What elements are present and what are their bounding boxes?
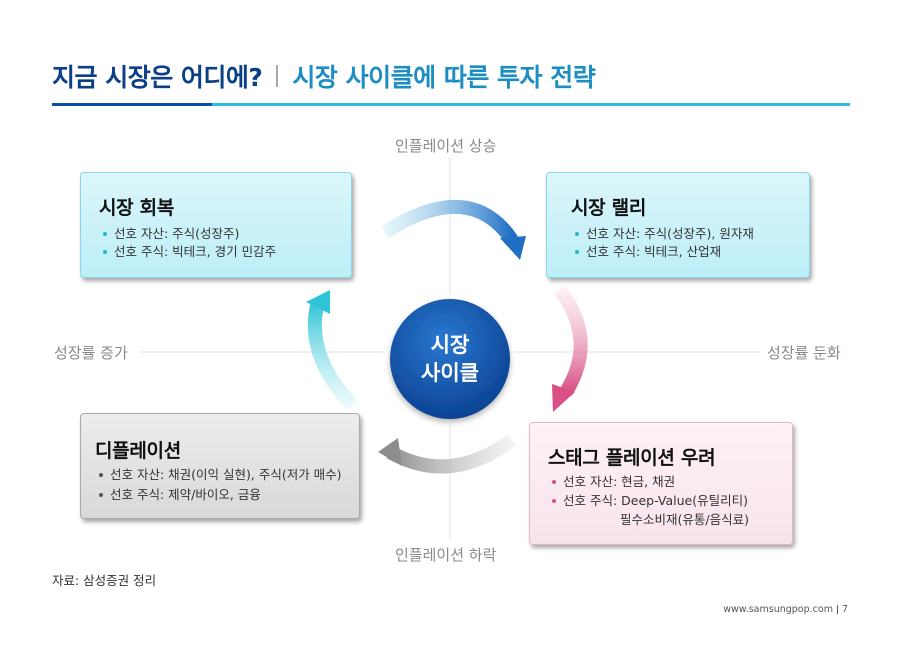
center-label: 시장 사이클 (386, 296, 514, 422)
footer-divider (836, 605, 838, 614)
quadrant-deflation-item: 선호 주식: 제약/바이오, 금융 (99, 484, 261, 503)
quadrant-rally: 시장 랠리 선호 자산: 주식(성장주), 원자재 선호 주식: 빅테크, 산업… (546, 172, 810, 278)
bullet-icon (99, 472, 103, 477)
quadrant-stagflation: 스태그 플레이션 우려 선호 자산: 현금, 채권 선호 주식: Deep-Va… (529, 422, 793, 545)
bullet-icon (575, 231, 579, 236)
arrow-bottom (378, 434, 517, 474)
quadrant-rally-item: 선호 자산: 주식(성장주), 원자재 (575, 223, 754, 242)
arrow-left (306, 290, 358, 410)
axis-label-inflation-down: 인플레이션 하락 (391, 546, 501, 564)
axis-label-growth-down: 성장률 둔화 (763, 344, 845, 362)
bullet-icon (575, 249, 579, 254)
quadrant-stagflation-item: 선호 자산: 현금, 채권 (552, 471, 675, 490)
title-underline-light (212, 103, 850, 106)
quadrant-stagflation-item: 선호 주식: Deep-Value(유틸리티) (552, 490, 748, 509)
quadrant-recovery-item: 선호 주식: 빅테크, 경기 민감주 (103, 241, 276, 260)
bullet-icon (103, 249, 107, 254)
footer-url: www.samsungpop.com (723, 604, 833, 615)
arrow-top (381, 199, 526, 260)
quadrant-deflation-item: 선호 자산: 채권(이익 실현), 주식(저가 매수) (99, 464, 342, 483)
quadrant-stagflation-title: 스태그 플레이션 우려 (548, 447, 716, 469)
bullet-icon (552, 498, 556, 503)
quadrant-rally-title: 시장 랠리 (571, 197, 647, 219)
quadrant-rally-item: 선호 주식: 빅테크, 산업재 (575, 241, 721, 260)
bullet-icon (103, 231, 107, 236)
quadrant-recovery-item: 선호 자산: 주식(성장주) (103, 223, 239, 242)
axis-label-growth-up: 성장률 증가 (50, 344, 132, 362)
arrow-right (552, 285, 588, 412)
quadrant-recovery-title: 시장 회복 (99, 197, 175, 219)
axis-label-inflation-up: 인플레이션 상승 (391, 137, 501, 155)
title-sub: 시장 사이클에 따른 투자 전략 (292, 63, 596, 92)
quadrant-recovery: 시장 회복 선호 자산: 주식(성장주) 선호 주식: 빅테크, 경기 민감주 (80, 172, 352, 278)
page-title: 지금 시장은 어디에? 시장 사이클에 따른 투자 전략 (52, 58, 596, 94)
source-note: 자료: 삼성증권 정리 (52, 573, 157, 588)
quadrant-stagflation-item-continued: 필수소비재(유통/음식료) (620, 512, 749, 527)
bullet-icon (552, 479, 556, 484)
quadrant-deflation: 디플레이션 선호 자산: 채권(이익 실현), 주식(저가 매수) 선호 주식:… (80, 413, 360, 519)
page-footer: www.samsungpop.com 7 (723, 604, 848, 615)
page-number: 7 (841, 604, 848, 615)
bullet-icon (99, 492, 103, 497)
title-separator (276, 65, 279, 87)
title-underline-dark (52, 103, 212, 106)
center-circle (390, 299, 510, 419)
center-label-line1: 시장 (430, 333, 470, 357)
center-label-line2: 사이클 (421, 361, 479, 385)
quadrant-deflation-title: 디플레이션 (95, 440, 181, 462)
title-main: 지금 시장은 어디에? (52, 63, 263, 92)
